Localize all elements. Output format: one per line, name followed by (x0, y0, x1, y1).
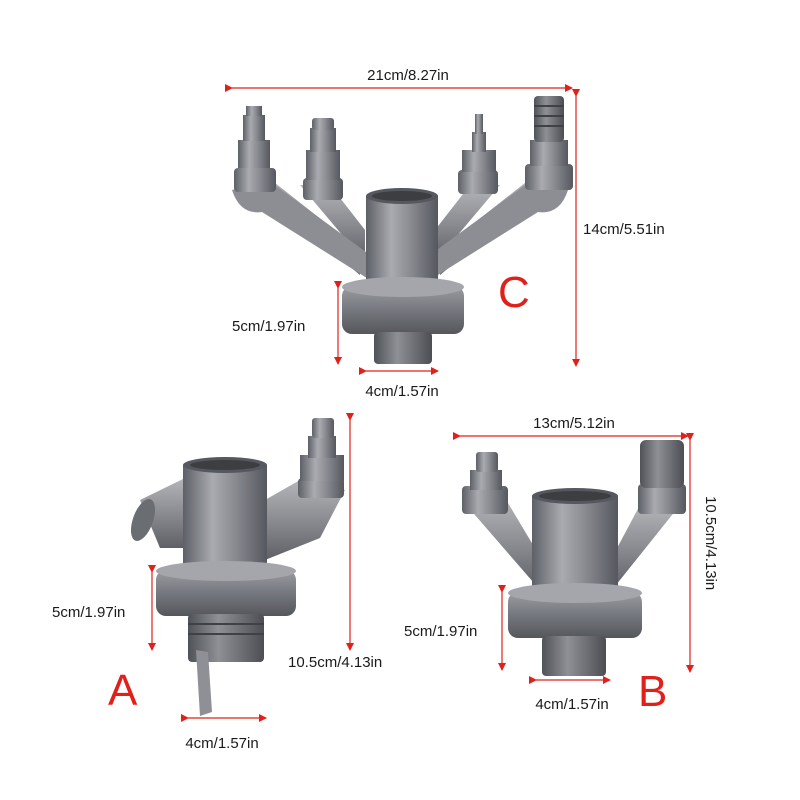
a-thread-width-label: 4cm/1.57in (185, 735, 258, 752)
c-height-label: 14cm/5.51in (583, 221, 665, 238)
c-thread-width-label: 4cm/1.57in (365, 383, 438, 400)
b-width-label: 13cm/5.12in (533, 415, 615, 432)
product-b-dimensions: 13cm/5.12in 10.5cm/4.13in 5cm/1.97in 4cm… (404, 415, 719, 716)
c-width-label: 21cm/8.27in (367, 67, 449, 84)
b-thread-width-label: 4cm/1.57in (535, 696, 608, 713)
b-variant-letter: B (638, 667, 667, 716)
product-a-dimensions: 10.5cm/4.13in 5cm/1.97in 4cm/1.57in A (52, 413, 382, 752)
c-variant-letter: C (498, 268, 530, 317)
a-height-label: 10.5cm/4.13in (288, 654, 382, 671)
a-thread-height-label: 5cm/1.97in (52, 604, 125, 621)
product-c-illustration (232, 96, 573, 364)
c-thread-height-label: 5cm/1.97in (232, 318, 305, 335)
product-a-illustration (130, 418, 345, 716)
a-variant-letter: A (108, 666, 138, 715)
b-height-label: 10.5cm/4.13in (702, 496, 719, 590)
product-c-dimensions: 21cm/8.27in 14cm/5.51in 5cm/1.97in 4cm/1… (225, 67, 665, 400)
product-b-illustration (462, 440, 686, 676)
b-thread-height-label: 5cm/1.97in (404, 623, 477, 640)
